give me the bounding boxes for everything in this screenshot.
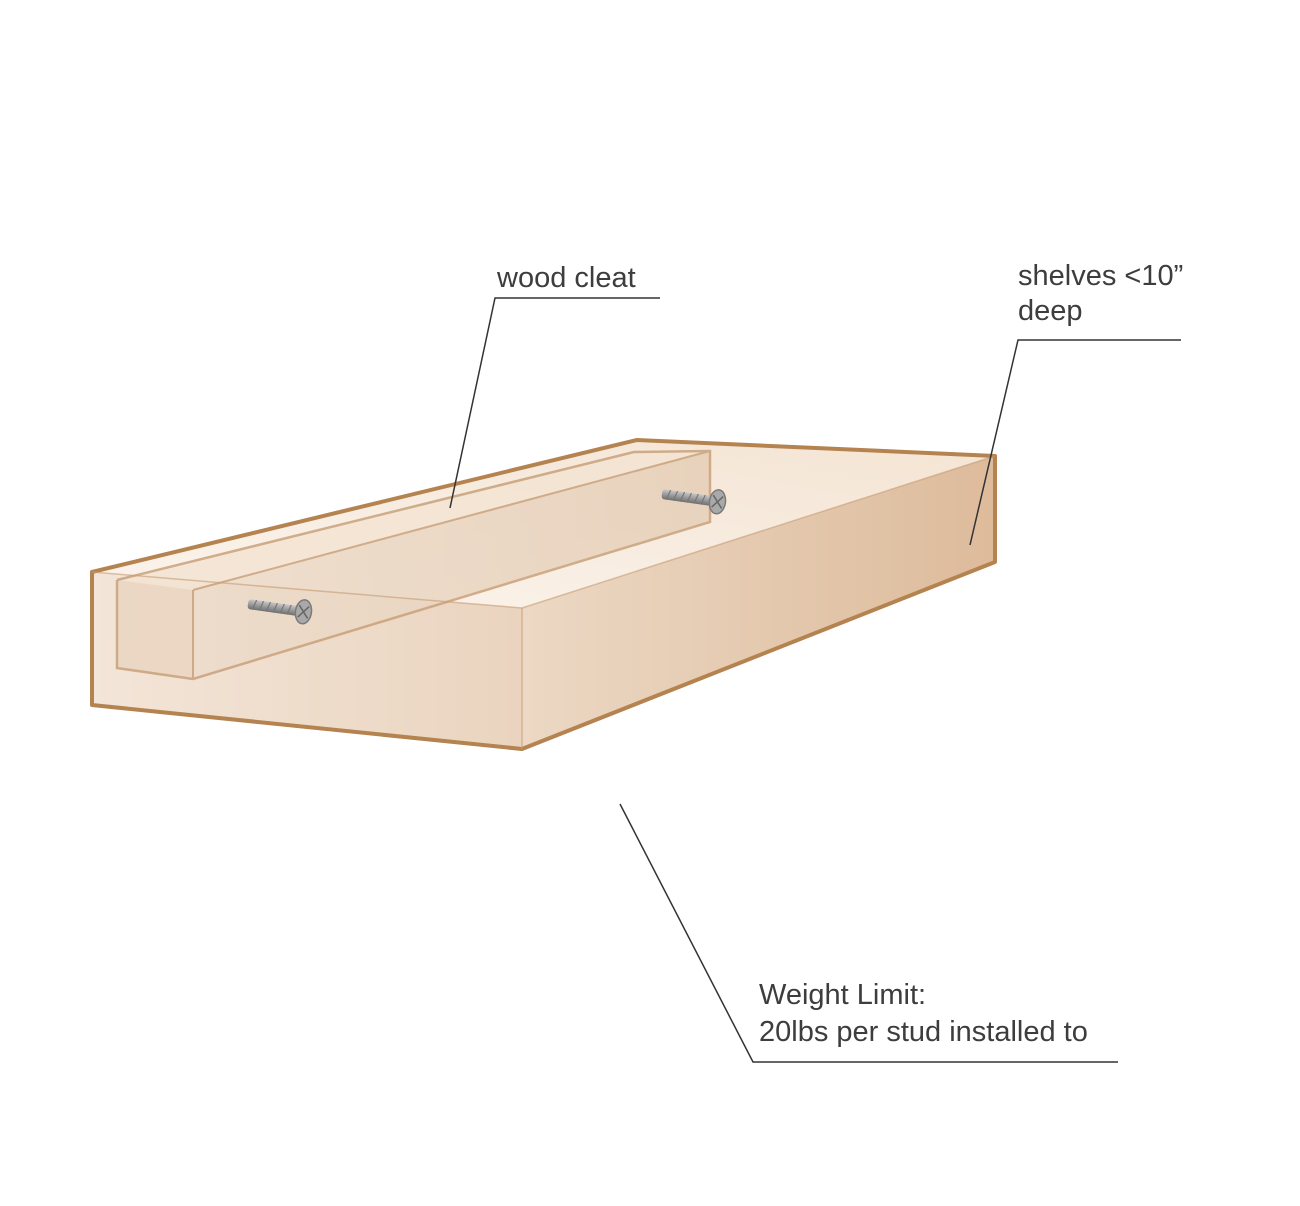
cleat-end-face — [117, 580, 193, 679]
weight-limit-label-line2: 20lbs per stud installed to — [759, 1016, 1088, 1048]
shelves-depth-label-line2: deep — [1018, 295, 1083, 327]
weight-limit-label-line1: Weight Limit: — [759, 979, 926, 1011]
wood-cleat — [115, 449, 712, 681]
weight-limit-leader — [619, 803, 1118, 1063]
wood-cleat-leader — [449, 297, 660, 509]
shelves-depth-label-line1: shelves <10” — [1018, 260, 1183, 292]
screw-icon — [661, 489, 727, 515]
cleat-edge — [192, 450, 711, 591]
shelf-front-edge — [91, 571, 523, 609]
shelf — [90, 438, 997, 751]
shelves-depth-leader — [969, 339, 1181, 546]
shelf-top-edge — [521, 455, 996, 609]
wood-cleat-label: wood cleat — [496, 262, 636, 294]
leader-lines — [449, 297, 1181, 1063]
cleat-front-face — [193, 451, 710, 679]
stud-lines — [189, 245, 651, 1012]
cleat-top-face — [117, 451, 710, 590]
screw-icon — [247, 599, 313, 625]
shelf-side-face — [522, 456, 995, 749]
cleat-outline — [115, 449, 712, 681]
shelf-outline — [90, 438, 997, 751]
